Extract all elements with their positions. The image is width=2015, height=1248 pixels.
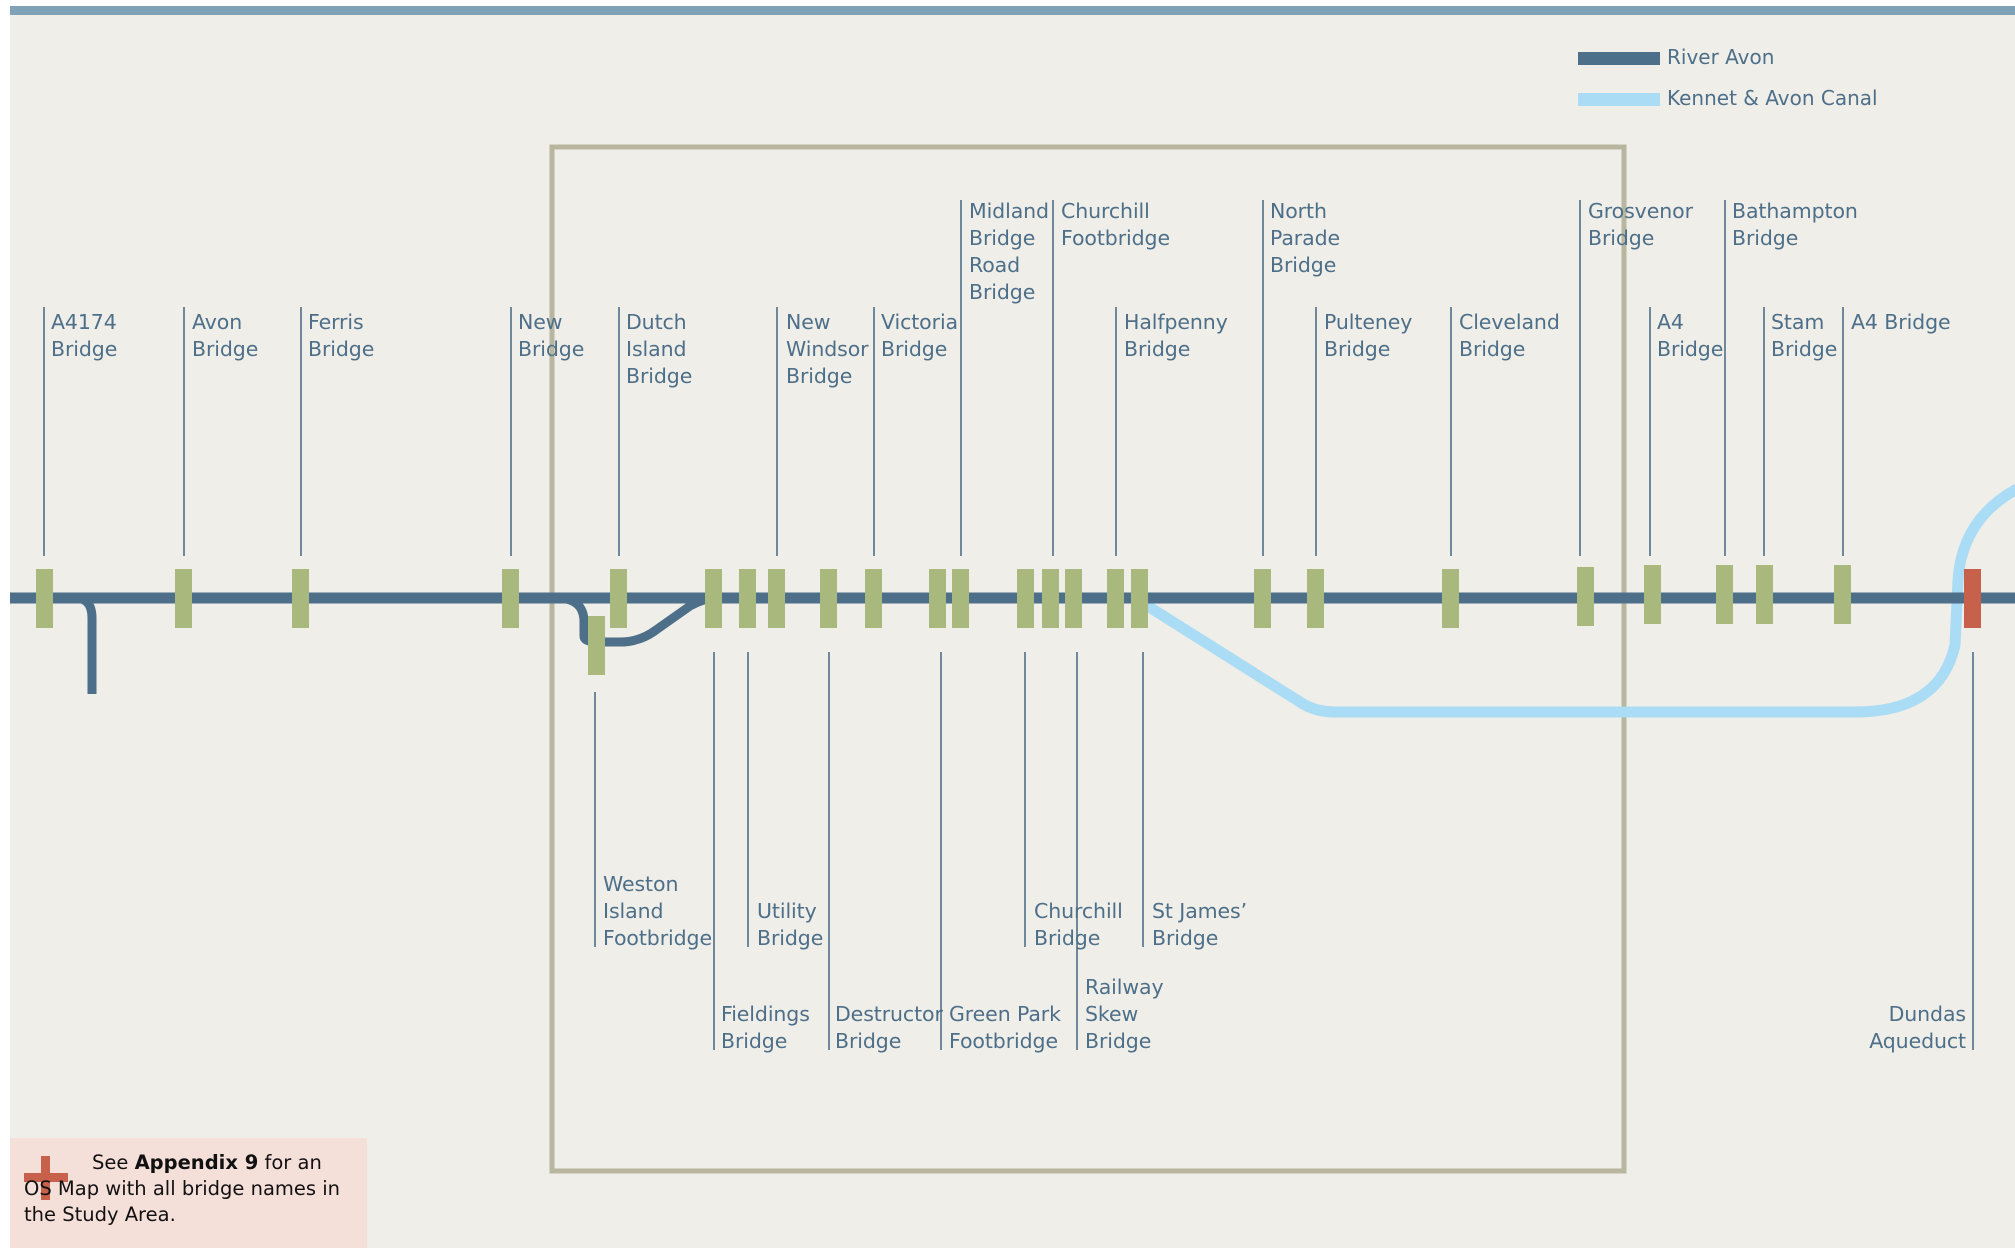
bridge-pulteney <box>1307 569 1324 628</box>
bridge-railway-skew <box>1065 569 1082 628</box>
legend-canal-label: Kennet & Avon Canal <box>1667 86 1878 110</box>
label-green-park: Green Park Footbridge <box>949 1002 1061 1053</box>
bridge-green-park <box>929 569 946 628</box>
bridge-victoria <box>865 569 882 628</box>
study-area-frame <box>549 144 1627 1174</box>
bridge-dutch-island <box>610 569 627 628</box>
label-st-james: St James’ Bridge <box>1152 899 1248 950</box>
diagram-background <box>10 12 2015 1248</box>
note-suffix: for an OS Map with all bridge names in t… <box>24 1151 341 1226</box>
label-bathampton: Bathampton Bridge <box>1732 199 1858 250</box>
label-cleveland: Cleveland Bridge <box>1459 310 1560 361</box>
bridge-st-james <box>1131 569 1148 628</box>
label-fieldings: Fieldings Bridge <box>721 1002 810 1053</box>
label-pulteney: Pulteney Bridge <box>1324 310 1413 361</box>
note-prefix: See <box>92 1151 135 1174</box>
bridge-grosvenor <box>1577 567 1594 626</box>
label-railway-skew: Railway Skew Bridge <box>1085 975 1164 1053</box>
label-victoria: Victoria Bridge <box>881 310 959 361</box>
label-a4174: A4174 Bridge <box>51 310 118 361</box>
bridge-fieldings <box>705 569 722 628</box>
plus-icon <box>24 1156 68 1200</box>
label-stam: Stam Bridge <box>1771 310 1838 361</box>
label-a4: A4 Bridge <box>1657 310 1724 361</box>
river-branch-west <box>74 593 97 694</box>
label-avon: Avon Bridge <box>192 310 259 361</box>
kennet-avon-canal <box>1140 484 2015 718</box>
label-north-parade: North Parade Bridge <box>1270 199 1341 277</box>
bridge-a4 <box>1644 565 1661 624</box>
label-churchill: Churchill Bridge <box>1034 899 1123 950</box>
bridge-cleveland <box>1442 569 1459 628</box>
label-utility: Utility Bridge <box>757 899 824 950</box>
bridge-new <box>502 569 519 628</box>
legend-canal-swatch <box>1578 93 1660 106</box>
label-dundas: Dundas Aqueduct <box>1869 1002 1966 1053</box>
bridge-midland-road <box>952 569 969 628</box>
label-halfpenny: Halfpenny Bridge <box>1124 310 1228 361</box>
label-new-windsor: New Windsor Bridge <box>786 310 869 388</box>
note-appendix-link: Appendix 9 <box>134 1151 259 1174</box>
legend-river-label: River Avon <box>1667 45 1775 69</box>
bridge-halfpenny <box>1107 569 1124 628</box>
label-destructor: Destructor Bridge <box>835 1002 943 1053</box>
bridge-new-windsor <box>768 569 785 628</box>
bridge-destructor <box>820 569 837 628</box>
bridge-weston-island <box>588 616 605 675</box>
river-loop-weston <box>555 593 719 647</box>
label-dutch-island: Dutch Island Bridge <box>626 310 693 388</box>
appendix-note: See Appendix 9 for an OS Map with all br… <box>10 1138 367 1248</box>
bridge-a4174 <box>36 569 53 628</box>
bridge-stam <box>1756 565 1773 624</box>
label-weston-island: Weston Island Footbridge <box>603 872 712 950</box>
label-grosvenor: Grosvenor Bridge <box>1588 199 1693 250</box>
label-ferris: Ferris Bridge <box>308 310 375 361</box>
bridge-avon <box>175 569 192 628</box>
top-rule <box>10 6 2015 15</box>
bridge-north-parade <box>1254 569 1271 628</box>
label-a4-bridge: A4 Bridge <box>1851 310 1951 334</box>
bridge-bathampton <box>1716 565 1733 624</box>
label-midland-road: Midland Bridge Road Bridge <box>969 199 1049 304</box>
aqueduct-dundas <box>1964 569 1981 628</box>
legend-river-swatch <box>1578 52 1660 65</box>
bridge-utility <box>739 569 756 628</box>
bridge-churchill-footbridge <box>1042 569 1059 628</box>
bridge-churchill <box>1017 569 1034 628</box>
label-new: New Bridge <box>518 310 585 361</box>
appendix-note-text: See Appendix 9 for an OS Map with all br… <box>24 1150 354 1228</box>
label-churchill-footbridge: Churchill Footbridge <box>1061 199 1170 250</box>
bridge-ferris <box>292 569 309 628</box>
bridge-a4-bridge <box>1834 565 1851 624</box>
